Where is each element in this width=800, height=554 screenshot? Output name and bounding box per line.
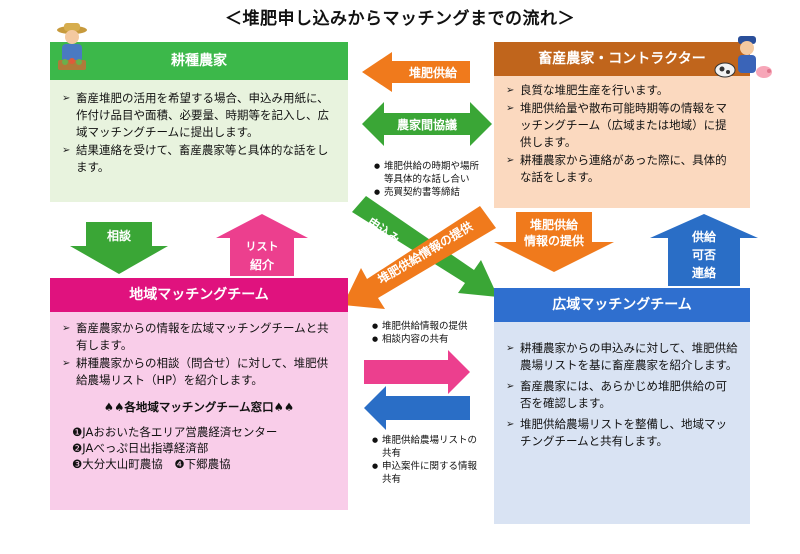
farmer-icon xyxy=(52,22,92,76)
info-provide-diag-arrow xyxy=(343,206,496,309)
list-item: ❷JAべっぷ日出指導経済部 xyxy=(72,441,209,455)
regional-header: 地域マッチングチーム xyxy=(50,278,348,312)
list-item: ➢堆肥供給農場リストを整備し、地域マッチングチームと共有します。 xyxy=(506,417,727,448)
window-title: ♠♠各地域マッチングチーム窓口♠♠ xyxy=(103,400,295,414)
livestock-header: 畜産農家・コントラクター xyxy=(494,42,750,76)
contact-label-2: 可否 xyxy=(691,248,716,262)
farm-header: 耕種農家 xyxy=(50,42,348,80)
list-item: ●売買契約書等締結 xyxy=(374,187,461,198)
list-item: ➢耕種農家からの申込みに対して、堆肥供給農場リストを基に畜産農家を紹介します。 xyxy=(506,341,738,372)
supply-arrow xyxy=(362,52,470,92)
livestock-title: 畜産農家・コントラクター xyxy=(538,51,706,67)
contact-arrow xyxy=(650,214,758,286)
list-item: ●堆肥供給情報の提供 xyxy=(372,321,468,332)
wide-header: 広域マッチングチーム xyxy=(494,288,750,322)
list-intro-arrow xyxy=(216,214,308,276)
list-item: ➢良質な堆肥生産を行います。 xyxy=(506,83,669,97)
livestock-box: 畜産農家・コントラクター ➢良質な堆肥生産を行います。 ➢堆肥供給量や散布可能時… xyxy=(494,42,750,208)
list-item: ●堆肥供給の時期や場所等具体的な話し合い xyxy=(374,161,480,185)
list-item: ➢畜産農家には、あらかじめ堆肥供給の可否を確認します。 xyxy=(506,379,727,410)
wide-box: 広域マッチングチーム ➢耕種農家からの申込みに対して、堆肥供給農場リストを基に畜… xyxy=(494,288,750,524)
list-item: ➢畜産堆肥の活用を希望する場合、申込み用紙に、作付け品目や面積、必要量、時期等を… xyxy=(62,91,329,139)
consult-arrow xyxy=(70,222,168,274)
regional-body: ➢畜産農家からの情報を広域マッチングチームと共有します。 ➢耕種農家からの相談（… xyxy=(50,312,348,510)
contact-label-3: 連絡 xyxy=(691,266,716,280)
center-top-notes: ●堆肥供給の時期や場所等具体的な話し合い ●売買契約書等締結 xyxy=(374,160,484,199)
list-intro-label-1: リスト xyxy=(245,240,279,253)
consult-between-label: 農家間協議 xyxy=(396,118,457,132)
wide-body: ➢耕種農家からの申込みに対して、堆肥供給農場リストを基に畜産農家を紹介します。 … xyxy=(494,322,750,524)
farm-title: 耕種農家 xyxy=(171,53,227,69)
list-intro-label-2: 紹介 xyxy=(249,258,274,272)
regional-box: 地域マッチングチーム ➢畜産農家からの情報を広域マッチングチームと共有します。 … xyxy=(50,278,348,510)
list-item: ➢畜産農家からの情報を広域マッチングチームと共有します。 xyxy=(62,321,329,352)
share-right-arrow xyxy=(364,350,470,394)
info-provide-arrow xyxy=(494,212,614,272)
wide-title: 広域マッチングチーム xyxy=(552,297,692,313)
list-item: ●申込案件に関する情報共有 xyxy=(372,461,478,485)
list-item: ●堆肥供給農場リストの共有 xyxy=(372,435,478,459)
list-item: ❶JAおおいた各エリア営農経済センター xyxy=(72,425,278,439)
list-item: ❸大分大山町農協 ❹下郷農協 xyxy=(72,457,231,471)
window-list: ❶JAおおいた各エリア営農経済センター ❷JAべっぷ日出指導経済部 ❸大分大山町… xyxy=(62,424,336,472)
livestock-body: ➢良質な堆肥生産を行います。 ➢堆肥供給量や散布可能時期等の情報をマッチングチー… xyxy=(494,76,750,208)
livestock-farmer-icon xyxy=(714,34,774,84)
info-provide-label-2: 情報の提供 xyxy=(523,234,584,248)
list-item: ●相談内容の共有 xyxy=(372,334,449,345)
center-bottom-notes: ●堆肥供給農場リストの共有 ●申込案件に関する情報共有 xyxy=(372,434,484,486)
farm-body: ➢畜産堆肥の活用を希望する場合、申込み用紙に、作付け品目や面積、必要量、時期等を… xyxy=(50,80,348,202)
contact-label-1: 供給 xyxy=(691,230,716,244)
farm-box: 耕種農家 ➢畜産堆肥の活用を希望する場合、申込み用紙に、作付け品目や面積、必要量… xyxy=(50,42,348,202)
consult-label: 相談 xyxy=(106,229,131,243)
center-mid-notes: ●堆肥供給情報の提供 ●相談内容の共有 xyxy=(372,320,490,346)
list-item: ➢耕種農家からの相談（問合せ）に対して、堆肥供給農場リスト（HP）を紹介します。 xyxy=(62,356,329,387)
share-left-arrow xyxy=(364,386,470,430)
regional-title: 地域マッチングチーム xyxy=(129,287,269,303)
list-item: ➢結果連絡を受けて、畜産農家等と具体的な話をします。 xyxy=(62,143,329,174)
consult-between-arrow xyxy=(362,102,492,146)
page-title: ＜堆肥申し込みからマッチングまでの流れ＞ xyxy=(225,9,575,29)
list-item: ➢耕種農家から連絡があった際に、具体的な話をします。 xyxy=(506,153,727,184)
info-provide-label-1: 堆肥供給 xyxy=(529,218,578,232)
list-item: ➢堆肥供給量や散布可能時期等の情報をマッチングチーム（広域または地域）に提供しま… xyxy=(506,101,727,149)
supply-label: 堆肥供給 xyxy=(408,66,457,80)
